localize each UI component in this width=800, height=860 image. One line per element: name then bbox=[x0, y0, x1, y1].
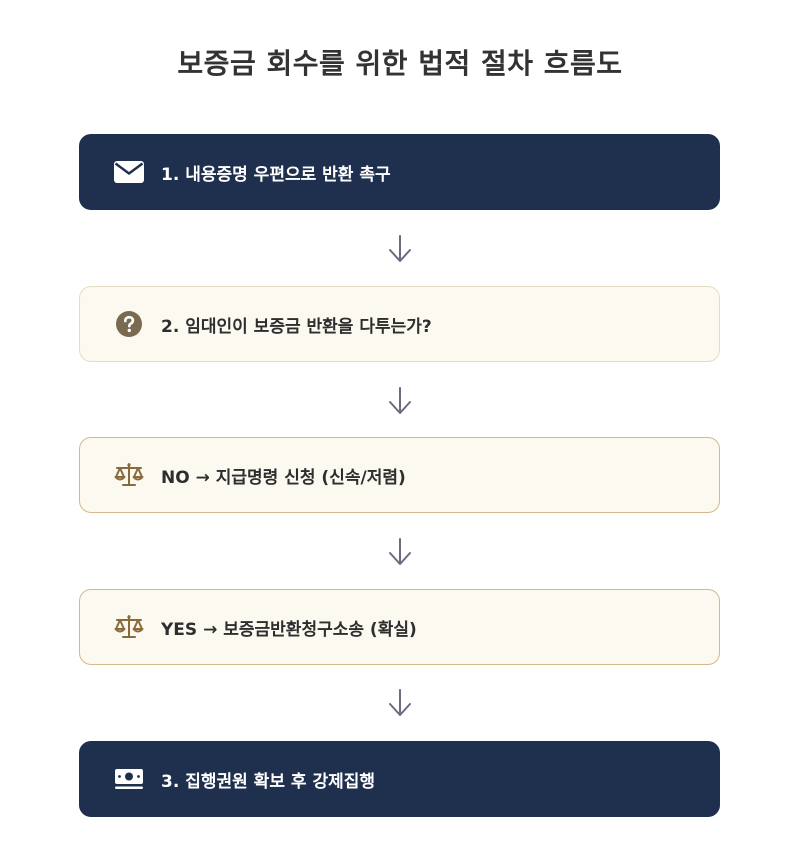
flow-step-2: 2. 임대인이 보증금 반환을 다투는가? bbox=[79, 286, 720, 362]
flow-step-label: YES → 보증금반환청구소송 (확실) bbox=[161, 619, 417, 640]
flow-step-yes-branch: YES → 보증금반환청구소송 (확실) bbox=[79, 589, 720, 665]
flow-step-1: 1. 내용증명 우편으로 반환 촉구 bbox=[79, 134, 720, 210]
flow-step-label: 3. 집행권원 확보 후 강제집행 bbox=[161, 771, 376, 792]
flow-step-label: 2. 임대인이 보증금 반환을 다투는가? bbox=[161, 316, 432, 337]
envelope-icon bbox=[114, 157, 144, 187]
flow-step-label: NO → 지급명령 신청 (신속/저렴) bbox=[161, 467, 406, 488]
down-arrow-icon bbox=[386, 688, 414, 718]
flow-step-3: 3. 집행권원 확보 후 강제집행 bbox=[79, 741, 720, 817]
down-arrow-icon bbox=[386, 386, 414, 416]
balance-scale-icon bbox=[114, 612, 144, 642]
flow-step-no-branch: NO → 지급명령 신청 (신속/저렴) bbox=[79, 437, 720, 513]
money-bill-icon bbox=[114, 764, 144, 794]
flow-step-label: 1. 내용증명 우편으로 반환 촉구 bbox=[161, 164, 391, 185]
down-arrow-icon bbox=[386, 537, 414, 567]
balance-scale-icon bbox=[114, 460, 144, 490]
down-arrow-icon bbox=[386, 234, 414, 264]
page-title: 보증금 회수를 위한 법적 절차 흐름도 bbox=[177, 47, 623, 80]
question-circle-icon bbox=[114, 309, 144, 339]
